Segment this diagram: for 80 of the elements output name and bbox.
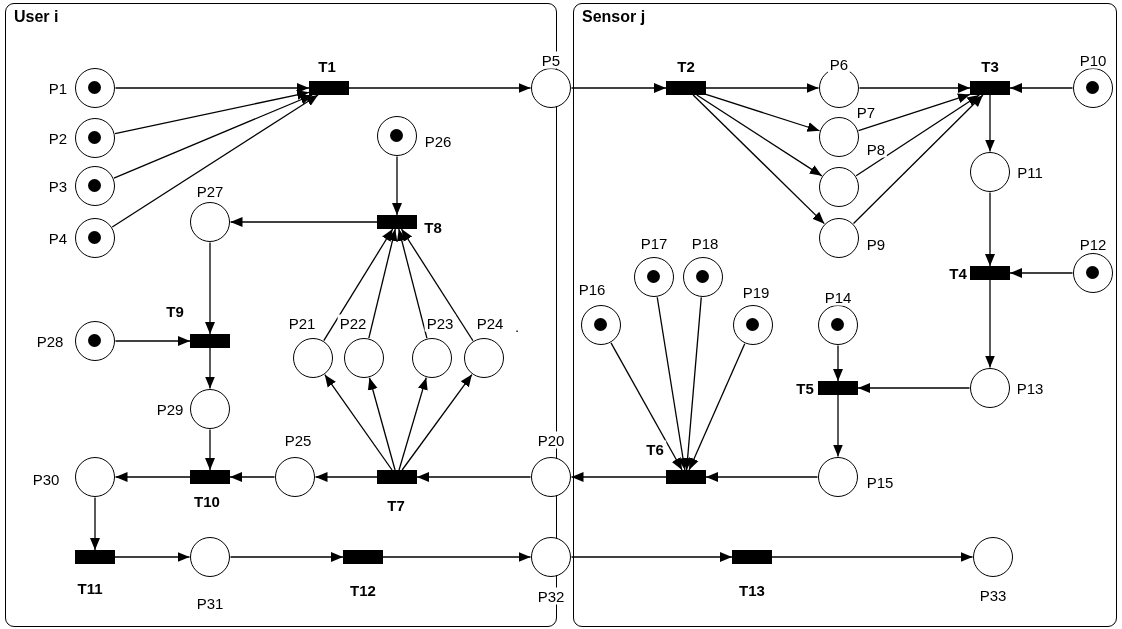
transition-bar [969, 265, 1010, 280]
place-circle [292, 337, 333, 378]
place-label: P5 [539, 51, 563, 69]
arc-arrow [688, 343, 746, 471]
arc-arrow [416, 472, 532, 482]
arc-arrow [833, 344, 843, 382]
arc-arrow [392, 155, 402, 216]
arc-arrow [367, 377, 396, 471]
arc-arrow [1009, 268, 1074, 278]
arc-arrow [985, 94, 995, 153]
place-circle [531, 457, 571, 497]
arc-arrow [229, 472, 276, 482]
arc-arrow [398, 377, 428, 471]
transition-bar [665, 80, 706, 95]
transition-bar [74, 549, 115, 564]
transition-bar [189, 469, 230, 484]
arc-arrow [610, 342, 683, 471]
place-circle [531, 68, 571, 108]
arc-arrow [382, 552, 532, 562]
arc-arrow [114, 336, 191, 346]
arc-arrow [229, 552, 344, 562]
arc-arrow [696, 94, 823, 177]
transition-label: T6 [644, 440, 666, 458]
arc-arrow [570, 83, 667, 93]
arc-arrow [396, 228, 428, 339]
arc-arrow [1009, 83, 1074, 93]
transition-bar [665, 469, 706, 484]
transition-bar [308, 80, 349, 95]
arc-arrow [705, 83, 820, 93]
arc-arrow [570, 472, 667, 482]
arc-arrow [570, 552, 733, 562]
arc-arrow [857, 93, 971, 132]
arc-arrow [205, 241, 215, 335]
transition-bar [731, 549, 772, 564]
transition-bar [376, 214, 417, 229]
arc-arrow [400, 228, 474, 342]
arc-arrow [114, 552, 191, 562]
arc-arrow [401, 373, 473, 471]
arc-arrow [985, 279, 995, 369]
arc-arrow [111, 94, 319, 228]
arc-arrow [114, 89, 310, 135]
arc-arrow [855, 94, 980, 177]
arc-arrow [205, 428, 215, 471]
transition-bar [817, 380, 858, 395]
panel-title: User i [14, 8, 59, 26]
arc-arrow [985, 191, 995, 267]
arc-arrow [324, 374, 393, 471]
place-circle [818, 166, 859, 207]
arc-arrow [114, 83, 310, 93]
place-label: P32 [535, 587, 567, 605]
place-circle [818, 217, 859, 258]
arc-arrow [368, 228, 398, 339]
arc-arrow [90, 496, 100, 551]
arc-arrow [771, 552, 974, 562]
arc-arrow [348, 83, 532, 93]
place-label: P22 [337, 314, 369, 332]
arc-arrow [682, 296, 702, 471]
place-circle [818, 116, 859, 157]
arc-arrow [323, 228, 394, 342]
place-circle [531, 537, 571, 577]
transition-bar [189, 333, 230, 348]
arc-arrow [113, 94, 313, 179]
place-label: P20 [535, 431, 567, 449]
arc-arrow [656, 296, 688, 471]
place-circle [463, 337, 504, 378]
arc-arrow [705, 93, 821, 132]
transition-bar [376, 469, 417, 484]
arc-arrow [229, 217, 378, 227]
panel-title: Sensor j [582, 8, 646, 26]
arc-arrow [692, 94, 825, 225]
arc-arrow [833, 394, 843, 458]
arc-arrow [852, 94, 984, 225]
arc-arrow [314, 472, 378, 482]
arc-arrow [205, 347, 215, 390]
arc-arrow [705, 472, 819, 482]
arc-arrow [857, 383, 971, 393]
arc-arrow [114, 472, 191, 482]
transition-bar [342, 549, 383, 564]
arc-arrow [858, 83, 971, 93]
transition-bar [969, 80, 1010, 95]
